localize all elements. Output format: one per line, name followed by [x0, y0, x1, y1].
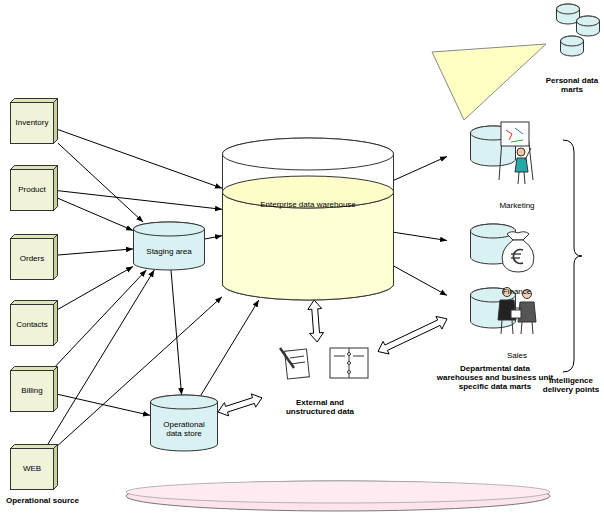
node-label: WEB — [23, 464, 41, 473]
small-cylinders — [526, 2, 602, 58]
node-label: Contacts — [16, 320, 48, 329]
node-label: Marketing — [499, 201, 534, 210]
node-label: Staging area — [146, 247, 191, 256]
data-mart-cylinder — [447, 224, 493, 264]
node-label: Finance — [503, 287, 531, 296]
node-label: Enterprise data warehouse — [260, 200, 356, 209]
personal-mart-node: Personal data marts — [526, 2, 602, 94]
free-label: Departmental data warehouses and busines… — [436, 364, 554, 392]
source-box: WEB — [10, 444, 58, 490]
node-label: Orders — [20, 254, 44, 263]
source-box: Inventory — [10, 98, 58, 144]
flow-arrow — [58, 130, 222, 189]
personal-arrow — [432, 44, 546, 120]
flow-arrow — [394, 156, 447, 180]
flow-arrow — [56, 270, 147, 366]
data-store-cylinder: Enterprise data warehouse — [222, 138, 394, 300]
node-label: External and unstructured data — [275, 398, 365, 416]
flow-arrow — [205, 236, 222, 239]
data-mart-cylinder — [447, 288, 493, 328]
double-block-arrow — [218, 394, 262, 416]
document-icons — [270, 342, 370, 382]
source-box: Billing — [10, 366, 58, 412]
node-label: Inventory — [16, 118, 49, 127]
node-label: Personal data marts — [544, 76, 600, 94]
node-outline — [133, 222, 205, 270]
flow-arrow — [58, 297, 222, 446]
flow-arrow — [394, 232, 447, 240]
data-store-cylinder: Staging area — [133, 222, 205, 270]
source-box: Orders — [10, 234, 58, 280]
source-box: Contacts — [10, 300, 58, 346]
flow-arrow — [58, 249, 133, 255]
node-label: Sales — [507, 351, 527, 360]
free-label: Operational source — [6, 496, 116, 505]
free-label: Intelligence delivery points — [540, 376, 602, 394]
flow-arrow — [58, 267, 133, 310]
double-block-arrow — [308, 300, 324, 342]
flow-arrow — [201, 300, 259, 395]
flow-arrow — [58, 191, 222, 210]
platform-disk-top — [126, 481, 550, 503]
flow-arrow — [58, 198, 133, 230]
double-block-arrow — [378, 316, 447, 354]
node-label: Product — [18, 185, 46, 194]
flow-arrow — [394, 266, 447, 295]
bracket — [563, 140, 582, 372]
department-node: Finance — [447, 218, 543, 296]
platform-disk — [126, 481, 550, 511]
source-box: Product — [10, 165, 58, 211]
department-icon — [497, 220, 539, 288]
department-node: Marketing — [447, 118, 543, 210]
flow-arrow — [171, 270, 182, 395]
flow-arrow — [48, 270, 154, 444]
data-store-cylinder: Operational data store — [150, 395, 218, 451]
department-icon — [497, 118, 539, 186]
node-label: Billing — [21, 386, 42, 395]
node-outline — [222, 138, 394, 300]
external-data-node: External and unstructured data — [262, 342, 378, 416]
node-label: Operational data store — [155, 420, 213, 438]
data-mart-cylinder — [447, 126, 493, 166]
